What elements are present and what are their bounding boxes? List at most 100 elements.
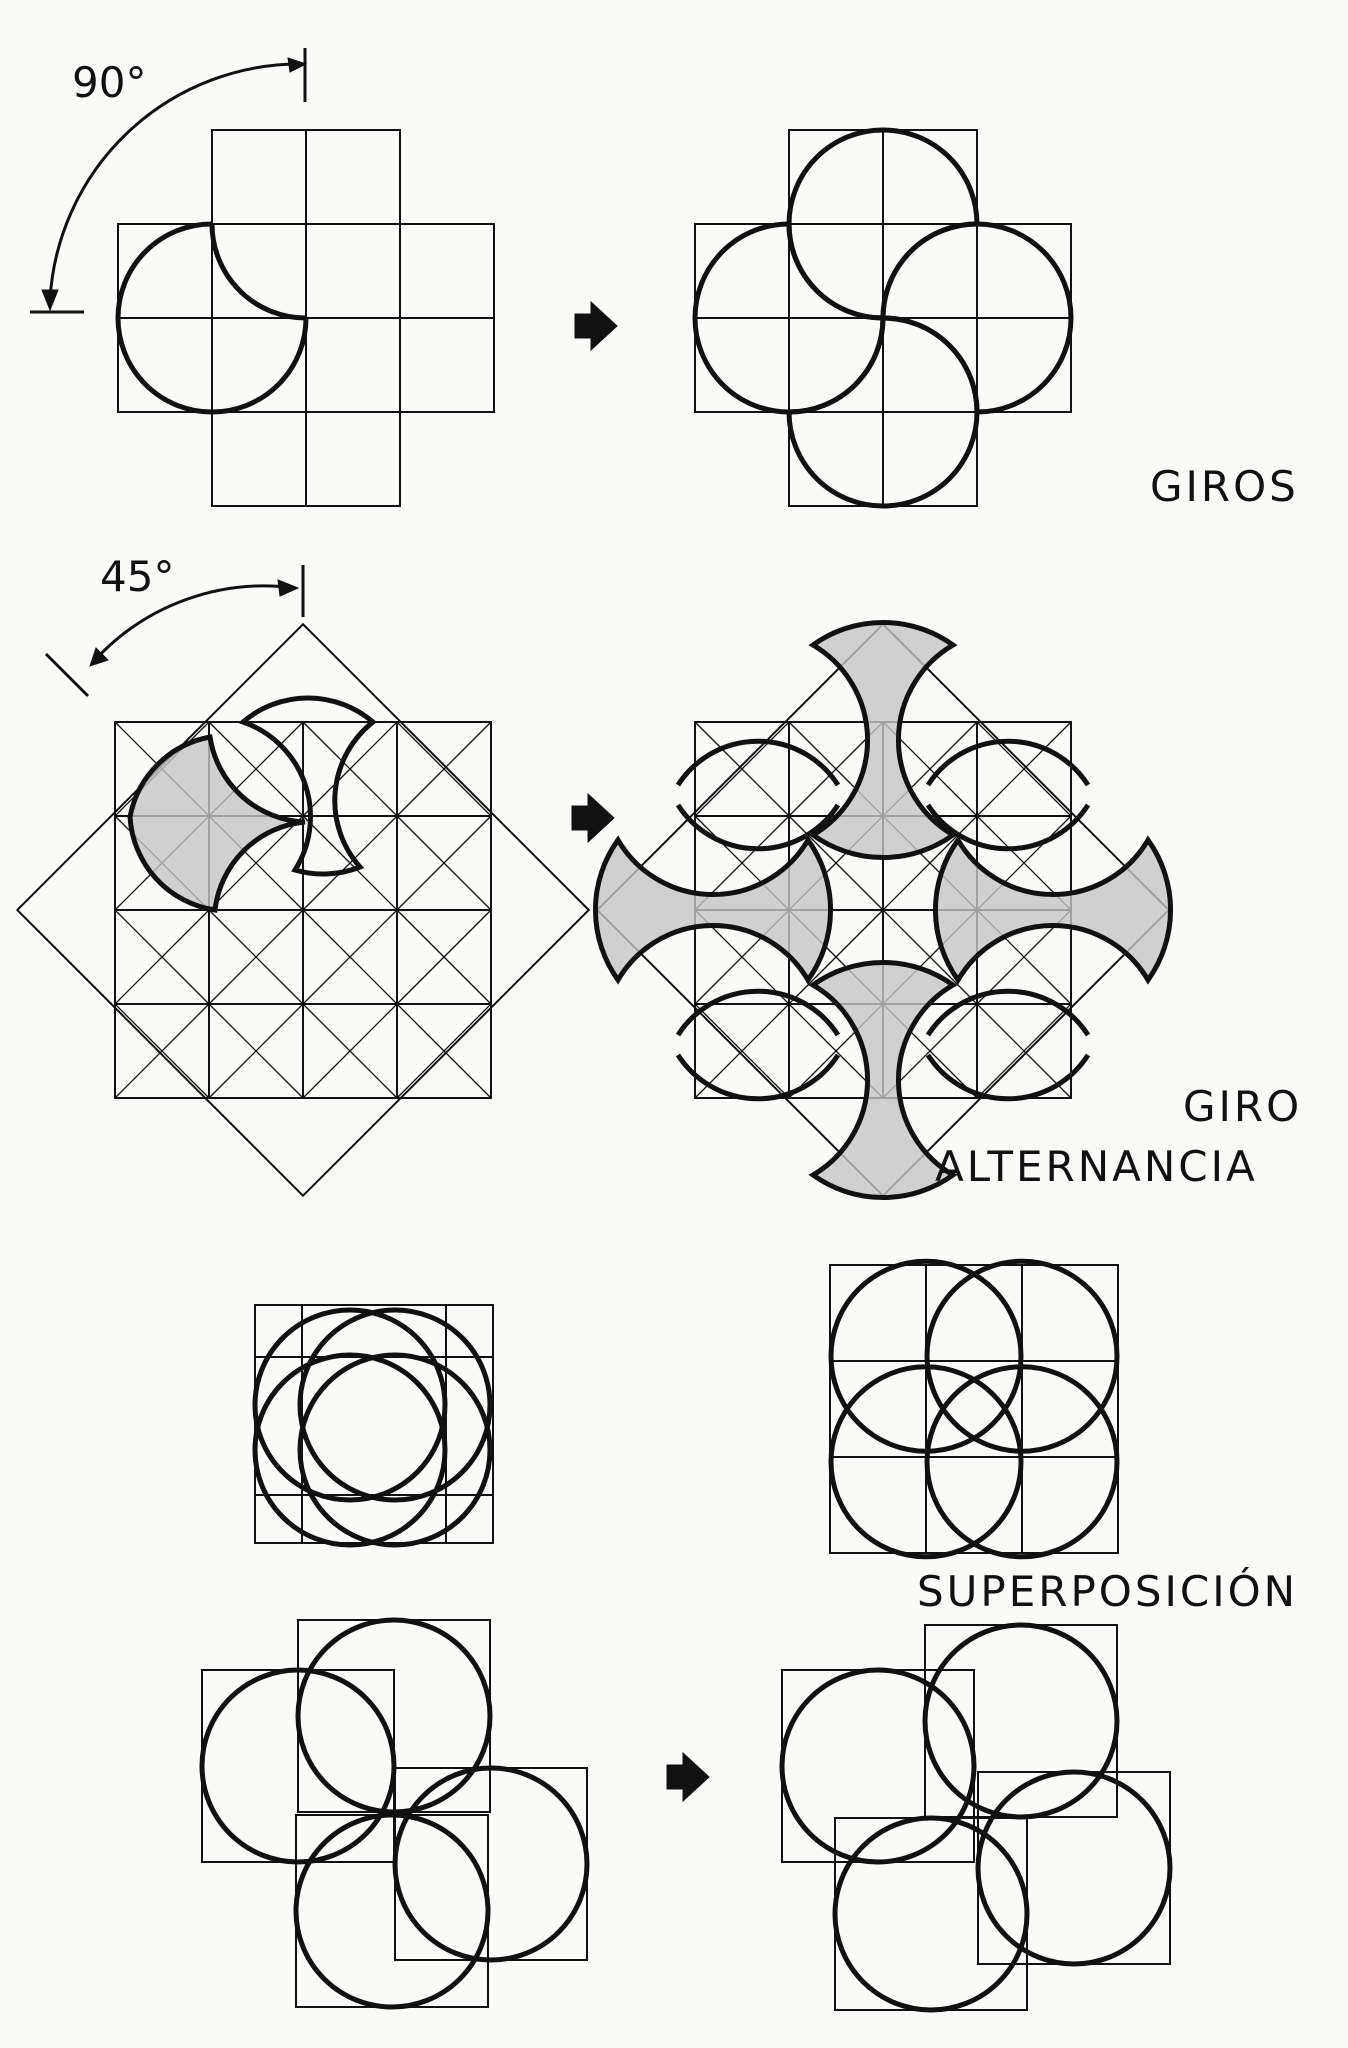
grid-diagonal <box>302 909 398 1005</box>
circle-element <box>297 1307 493 1503</box>
grid-cell <box>976 317 1072 413</box>
grid-cell <box>399 317 495 413</box>
alternancia-label: ALTERNANCIA <box>935 1142 1258 1191</box>
motif-arc <box>209 223 307 321</box>
motif-arc <box>211 317 309 415</box>
grid-cell <box>396 1003 492 1099</box>
pinwheel-arc <box>692 221 790 319</box>
grid-cell <box>211 411 307 507</box>
grid-diagonal <box>788 909 884 1005</box>
arrow-head <box>89 647 109 667</box>
circle-element <box>924 1364 1120 1560</box>
pinwheel-arc <box>882 315 980 413</box>
frame-square <box>254 1304 494 1544</box>
grid-cell <box>211 129 307 225</box>
grid-diagonal <box>396 1003 492 1099</box>
transform-arrow <box>574 300 618 352</box>
grid-diagonal <box>694 721 790 817</box>
grid-cell <box>925 1456 1023 1554</box>
giros-section <box>30 48 1074 509</box>
ring-arc <box>925 738 1091 787</box>
angle-90-label: 90° <box>72 58 147 107</box>
pinwheel-arc <box>692 317 790 415</box>
rotation-arc <box>93 584 296 662</box>
pinwheel-arc <box>786 411 884 509</box>
circle-element <box>832 1815 1030 2013</box>
grid-diagonal <box>208 1003 304 1099</box>
grid-diagonal <box>114 909 210 1005</box>
grid-diagonal <box>694 1003 790 1099</box>
grid-cell <box>399 223 495 319</box>
superposicion-section <box>199 1258 1173 2013</box>
shaded-motif <box>127 734 306 913</box>
motif-arc <box>115 221 213 319</box>
angle-45-label: 45° <box>100 552 175 601</box>
circle-element <box>297 1352 493 1548</box>
pinwheel-arc <box>788 317 886 415</box>
grid-cell <box>305 317 401 413</box>
grid-diagonal <box>208 815 304 911</box>
pinwheel-arc <box>976 317 1074 415</box>
arrow-head <box>277 579 300 597</box>
ring-arc <box>675 803 841 852</box>
transform-arrow <box>666 1751 710 1803</box>
superposicion-label: SUPERPOSICIÓN <box>917 1567 1299 1616</box>
angle-tick <box>44 652 90 698</box>
circle-element <box>293 1812 491 2010</box>
grid-diagonal <box>302 815 398 911</box>
transform-arrows <box>571 300 710 1803</box>
grid-cell <box>305 129 401 225</box>
giro-alternancia-section <box>15 565 1173 1200</box>
ring-arc <box>675 738 841 787</box>
grid-diagonal <box>302 721 398 817</box>
grid-diagonal <box>302 1003 398 1099</box>
rotation-arc <box>48 62 301 301</box>
circle-element <box>252 1352 448 1548</box>
grid-diagonal <box>208 909 304 1005</box>
diamond-outline <box>15 622 591 1198</box>
grid-cell <box>305 223 401 319</box>
pinwheel-arc <box>786 223 884 321</box>
circle-element <box>779 1667 977 1865</box>
pinwheel-arc <box>786 127 884 225</box>
grid-cell <box>829 1456 927 1554</box>
unshaded-motif <box>238 695 377 877</box>
grid-cell <box>829 1264 927 1362</box>
ring-arc <box>675 988 841 1037</box>
transform-arrow <box>571 792 615 844</box>
grid-diagonal <box>114 1003 210 1099</box>
shaded-bowtie <box>593 835 833 985</box>
shaded-bowtie <box>933 835 1173 985</box>
circle-element <box>252 1307 448 1503</box>
pinwheel-arc <box>882 411 980 509</box>
grid-diagonal <box>396 909 492 1005</box>
grid-cell <box>305 411 401 507</box>
pinwheel-arc <box>880 221 978 319</box>
arrow-head <box>287 57 308 73</box>
grid-cell <box>1021 1456 1119 1554</box>
motif-arc <box>115 317 213 415</box>
grid-cell <box>1021 1264 1119 1362</box>
shaded-bowtie <box>808 620 958 860</box>
grid-cell <box>882 411 978 507</box>
grid-diagonal <box>976 1003 1072 1099</box>
pinwheel-arc <box>882 127 980 225</box>
ring-arc <box>925 1053 1091 1102</box>
circle-element <box>975 1769 1173 1967</box>
giros-label: GIROS <box>1150 462 1299 511</box>
circle-element <box>392 1765 590 1963</box>
grid-diagonal <box>396 815 492 911</box>
circle-element <box>828 1364 1024 1560</box>
shaded-bowtie <box>808 960 958 1200</box>
grid-diagonal <box>976 721 1072 817</box>
arrow-head <box>41 289 59 312</box>
giro-label: GIRO <box>1183 1082 1303 1131</box>
pinwheel-arc <box>976 221 1074 319</box>
grid-cell <box>925 1264 1023 1362</box>
ring-arc <box>925 803 1091 852</box>
grid-diagonal <box>396 721 492 817</box>
ring-arc <box>675 1053 841 1102</box>
grid-diagonal <box>882 815 978 911</box>
